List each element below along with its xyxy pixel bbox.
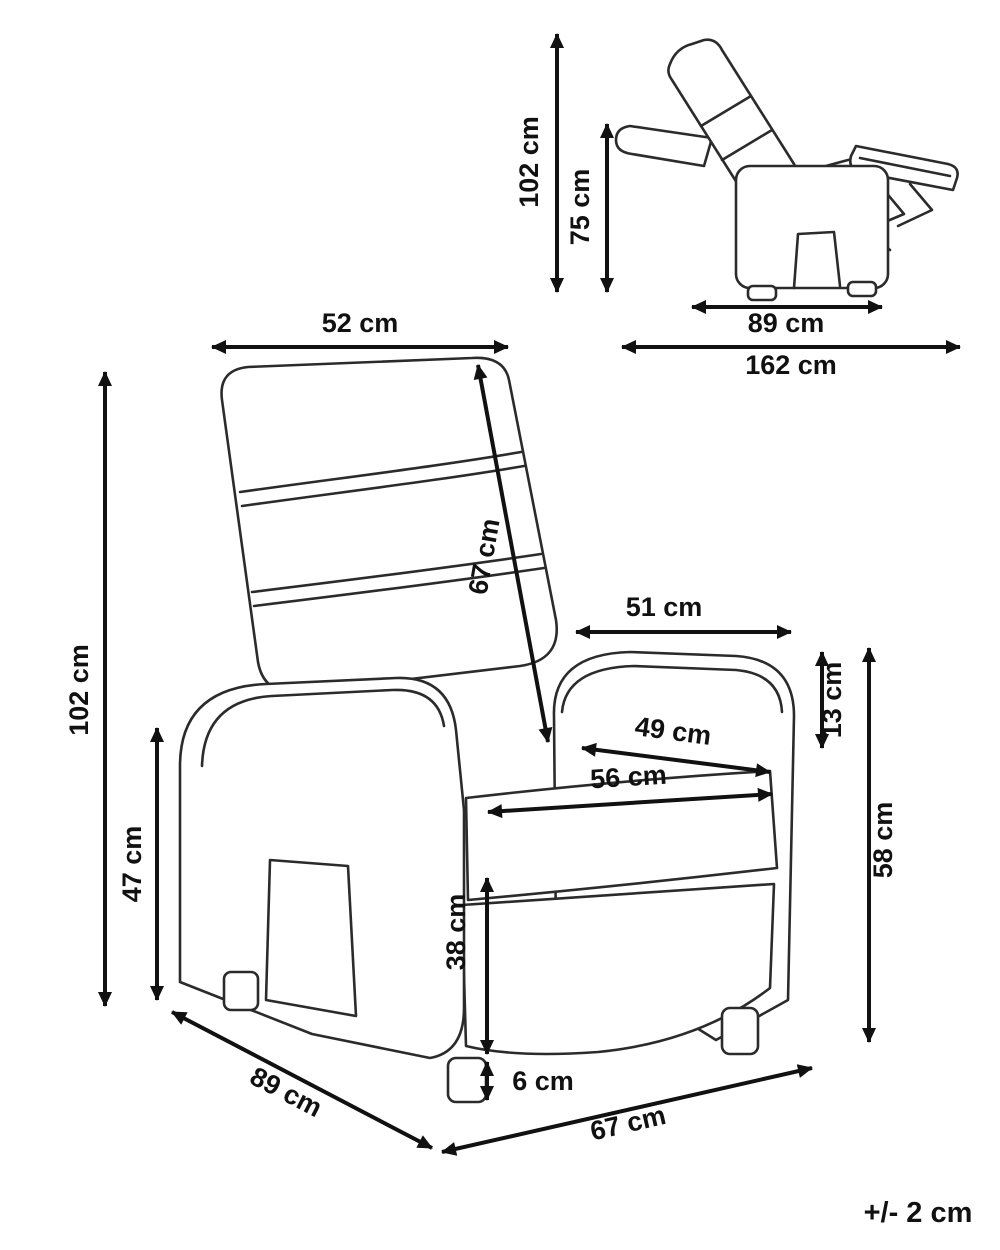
- reclined-foot: [746, 284, 778, 302]
- dim-back-width: 51 cm: [575, 592, 792, 639]
- dim-seat-height: 38 cm: [441, 877, 494, 1055]
- dim-label-back-width: 51 cm: [626, 592, 703, 622]
- reclined-foot: [846, 280, 878, 298]
- dim-reclined-total-height: 102 cm: [514, 33, 564, 293]
- dim-side-height: 58 cm: [862, 647, 898, 1043]
- chair-leg: [720, 1006, 760, 1056]
- footrest-linkage: [896, 182, 934, 228]
- right-armrest-inner-line: [560, 664, 784, 714]
- dim-arm-height: 47 cm: [117, 727, 164, 1001]
- reclined-chair-drawing: [614, 38, 959, 302]
- dim-label-reclined-back-height: 75 cm: [565, 169, 595, 246]
- dim-arrow: [487, 787, 773, 819]
- dim-label-side-height: 58 cm: [868, 802, 898, 879]
- reclined-backrest-seam: [699, 94, 753, 128]
- side-pocket: [264, 858, 358, 1018]
- reclined-armrest: [614, 124, 714, 168]
- dim-label-arm-above-seat: 13 cm: [817, 662, 847, 739]
- dim-label-top-width: 52 cm: [322, 308, 399, 338]
- reclined-base-pocket: [792, 230, 842, 290]
- dim-arrow: [171, 1010, 433, 1150]
- left-armrest-inner-line: [200, 688, 446, 768]
- dim-label-front-width: 67 cm: [587, 1100, 668, 1146]
- dim-reclined-base-depth: 89 cm: [691, 300, 883, 338]
- dim-label-reclined-base-depth: 89 cm: [748, 308, 825, 338]
- dim-label-total-height: 102 cm: [64, 644, 94, 736]
- reclined-base: [734, 164, 890, 290]
- dim-seat-width: 56 cm: [487, 760, 773, 819]
- dim-front-width: 67 cm: [441, 1064, 813, 1156]
- reclined-backrest-seam: [720, 128, 774, 162]
- dim-leg-height: 6 cm: [480, 1061, 574, 1101]
- dim-label-reclined-total-length: 162 cm: [745, 350, 837, 380]
- dim-label-seat-width: 56 cm: [589, 760, 667, 795]
- dim-total-height: 102 cm: [64, 371, 112, 1007]
- seat-base: [460, 882, 776, 1056]
- dim-label-arm-height: 47 cm: [117, 826, 147, 903]
- dim-arrow: [473, 364, 553, 743]
- chair-leg: [222, 970, 260, 1012]
- dim-label-reclined-total-height: 102 cm: [514, 116, 544, 208]
- dim-arrow: [581, 742, 771, 778]
- dim-label-leg-height: 6 cm: [512, 1066, 574, 1096]
- dim-arrow: [441, 1064, 813, 1156]
- tolerance-note: +/- 2 cm: [864, 1197, 973, 1229]
- dim-label-seat-height: 38 cm: [441, 894, 471, 971]
- chair-leg: [446, 1056, 488, 1104]
- dim-top-width: 52 cm: [211, 308, 509, 354]
- dim-reclined-back-height: 75 cm: [565, 123, 614, 293]
- reclined-footrest-line: [858, 156, 952, 178]
- dim-arm-above-seat: 13 cm: [815, 651, 847, 749]
- dim-reclined-total-length: 162 cm: [621, 340, 961, 380]
